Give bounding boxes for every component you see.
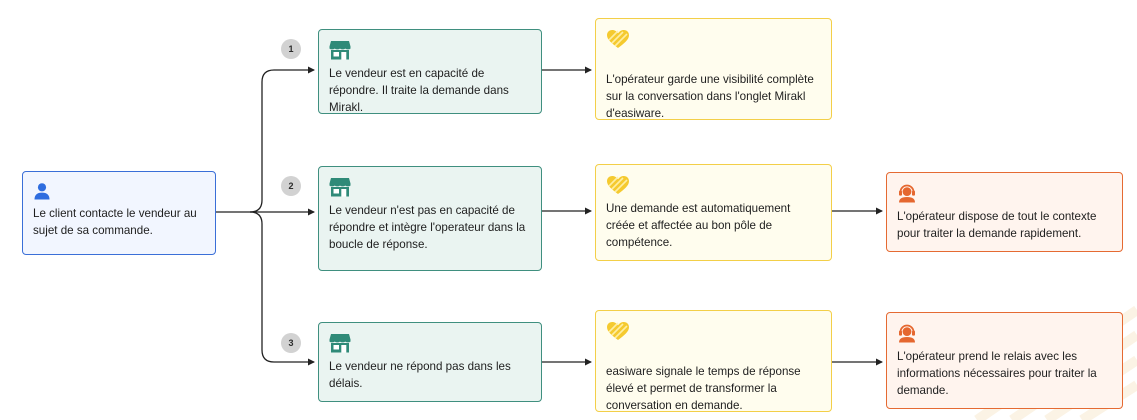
seller-node-1: Le vendeur est en capacité de répondre. … (318, 29, 542, 114)
seller-text-2: Le vendeur n'est pas en capacité de répo… (329, 204, 526, 251)
storefront-icon (329, 41, 351, 60)
seller-node-3: Le vendeur ne répond pas dans les délais… (318, 322, 542, 402)
step-badge-2: 2 (281, 176, 301, 196)
step-badge-3: 3 (281, 333, 301, 353)
user-icon (34, 183, 50, 200)
operator-node-2: L'opérateur dispose de tout le contexte … (886, 172, 1123, 252)
easiware-node-2: Une demande est automatiquement créée et… (595, 164, 832, 261)
storefront-icon (329, 334, 351, 353)
easiware-text-1: L'opérateur garde une visibilité complèt… (606, 73, 814, 120)
easiware-text-3: easiware signale le temps de réponse éle… (606, 365, 801, 412)
easiware-text-2: Une demande est automatiquement créée et… (606, 202, 791, 249)
client-text: Le client contacte le vendeur au sujet d… (33, 207, 197, 237)
seller-node-2: Le vendeur n'est pas en capacité de répo… (318, 166, 542, 271)
easiware-node-1: L'opérateur garde une visibilité complèt… (595, 18, 832, 120)
heart-logo-icon (607, 176, 629, 194)
heart-logo-icon (607, 30, 629, 48)
easiware-node-3: easiware signale le temps de réponse éle… (595, 310, 832, 412)
connector-branch-1 (249, 66, 315, 213)
operator-text-2: L'opérateur dispose de tout le contexte … (897, 210, 1097, 240)
step-badge-1: 1 (281, 39, 301, 59)
client-node: Le client contacte le vendeur au sujet d… (22, 171, 216, 255)
seller-text-3: Le vendeur ne répond pas dans les délais… (329, 360, 511, 390)
storefront-icon (329, 178, 351, 197)
connector-branch-3 (249, 211, 315, 366)
heart-logo-icon (607, 322, 629, 340)
operator-node-3: L'opérateur prend le relais avec les inf… (886, 312, 1123, 409)
headset-agent-icon (899, 324, 915, 343)
operator-text-3: L'opérateur prend le relais avec les inf… (897, 350, 1097, 397)
seller-text-1: Le vendeur est en capacité de répondre. … (329, 67, 509, 114)
headset-agent-icon (899, 184, 915, 203)
